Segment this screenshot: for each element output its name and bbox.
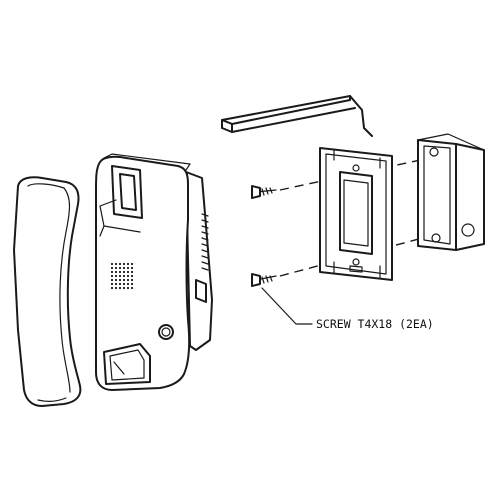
grille-hole — [110, 270, 114, 274]
grille-hole — [118, 270, 122, 274]
grille-hole — [126, 278, 130, 282]
grille-hole — [130, 266, 134, 270]
handset — [13, 176, 82, 407]
grille-hole — [118, 282, 122, 286]
call-button — [158, 324, 174, 340]
grille-hole — [110, 262, 114, 266]
screw-lower — [251, 273, 277, 287]
vent-slot — [201, 225, 209, 229]
grille-hole — [126, 286, 130, 290]
vent-slot — [201, 219, 209, 223]
grille-hole — [110, 282, 114, 286]
grille-hole — [110, 266, 114, 270]
speaker-grille — [110, 262, 134, 290]
grille-hole — [118, 266, 122, 270]
grille-hole — [122, 266, 126, 270]
grille-hole — [130, 262, 134, 266]
vent-slot — [201, 243, 209, 247]
grille-hole — [122, 270, 126, 274]
grille-hole — [118, 286, 122, 290]
grille-hole — [130, 270, 134, 274]
grille-hole — [130, 282, 134, 286]
vent-slot — [201, 213, 209, 217]
screw-upper — [251, 185, 277, 199]
grille-hole — [114, 286, 118, 290]
vent-slot — [201, 237, 209, 241]
grille-hole — [114, 274, 118, 278]
side-vents — [201, 213, 209, 271]
grille-hole — [118, 262, 122, 266]
grille-hole — [126, 270, 130, 274]
grille-hole — [130, 274, 134, 278]
grille-hole — [122, 274, 126, 278]
intercom-main-unit — [95, 153, 213, 391]
grille-hole — [118, 278, 122, 282]
grille-hole — [110, 286, 114, 290]
grille-hole — [122, 262, 126, 266]
electrical-box — [417, 133, 485, 251]
grille-hole — [114, 262, 118, 266]
grille-hole — [110, 278, 114, 282]
grille-hole — [122, 282, 126, 286]
grille-hole — [114, 270, 118, 274]
grille-hole — [126, 266, 130, 270]
wall-mount-plate — [221, 95, 373, 137]
side-connector — [195, 279, 207, 303]
vent-slot — [201, 261, 209, 265]
vent-slot — [201, 249, 209, 253]
screw-callout-label: SCREW T4X18 (2EA) — [316, 317, 434, 331]
grille-hole — [114, 278, 118, 282]
grille-hole — [130, 286, 134, 290]
mounting-bracket — [319, 147, 393, 281]
grille-hole — [114, 266, 118, 270]
grille-hole — [126, 274, 130, 278]
vent-slot — [201, 255, 209, 259]
bottom-cradle — [103, 343, 151, 385]
vent-slot — [201, 231, 209, 235]
handset-cradle-hook — [99, 165, 143, 237]
grille-hole — [114, 282, 118, 286]
grille-hole — [126, 262, 130, 266]
screw-callout: SCREW T4X18 (2EA) — [261, 287, 434, 331]
grille-hole — [130, 278, 134, 282]
vent-slot — [201, 267, 209, 271]
grille-hole — [118, 274, 122, 278]
grille-hole — [122, 278, 126, 282]
grille-hole — [110, 274, 114, 278]
grille-hole — [122, 286, 126, 290]
grille-hole — [126, 282, 130, 286]
